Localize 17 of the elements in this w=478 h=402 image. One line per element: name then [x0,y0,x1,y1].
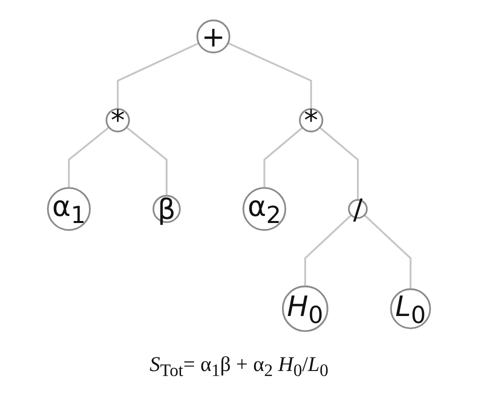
node-circle: L$_{0}$ [390,288,431,330]
node-circle: H$_{0}$ [282,286,328,332]
connector [364,214,412,290]
node-circle: + [196,20,230,54]
node-circle: * [298,108,324,132]
node-circle: α$_{1}$ [47,187,91,231]
connector [228,42,312,109]
node-circle: β [152,194,181,224]
connector [319,126,359,200]
node-circle: * [106,108,130,132]
connector [116,42,200,109]
connector [126,126,168,196]
connector [304,214,352,286]
node-circle: α$_{2}$ [242,187,286,231]
connector [263,126,304,188]
connector [68,126,110,188]
formula: S$_{Tot}$= α$_{1}$β + α$_{2}$ H$_{0}$/L$_{0}$ [150,352,328,382]
